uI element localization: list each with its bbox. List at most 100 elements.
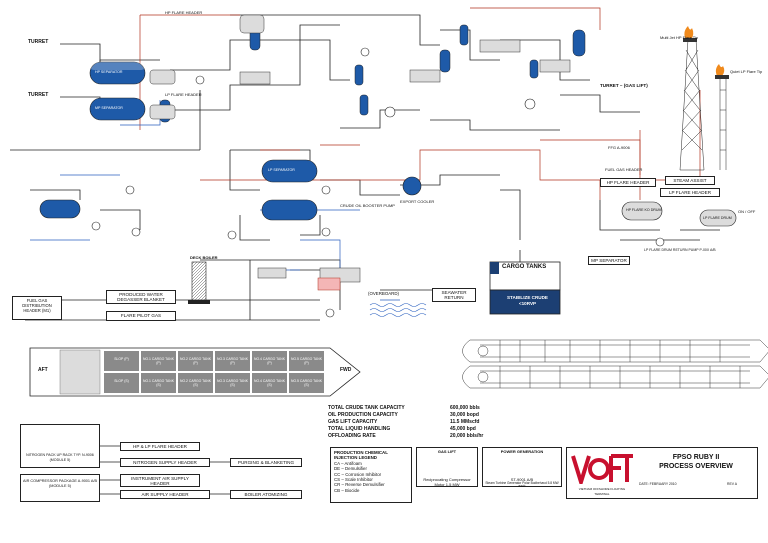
test-separator <box>261 199 318 221</box>
capacity-value: 20,000 bbls/hr <box>450 433 484 439</box>
title-line2: PROCESS OVERVIEW <box>659 463 733 470</box>
aft-label: AFT <box>38 367 48 373</box>
tank-cell: NO.2 CARGO TANK (P) <box>178 351 213 371</box>
stabilize-crude-label: STABILIZE CRUDE <10RVP <box>506 295 548 306</box>
hp-flare-header-top: HP FLARE HEADER <box>165 10 203 15</box>
power-generation-desc: Steam Turbine Generator Polar Bodbehavd … <box>485 481 559 489</box>
fuel-gas-distribution-box: FUEL GAS DISTRIBUTION HEADER (M1) <box>12 296 62 320</box>
lp-flare-drum-return-label: LP FLARE DRUM RETURN PUMP P-00X A/B <box>644 248 716 252</box>
tank-cell: NO.3 CARGO TANK (P) <box>215 351 250 371</box>
tank-cell: NO.3 CARGO TANK (S) <box>215 373 250 393</box>
hp-flare-tip-label: Multi Jet HP Flare Tip <box>660 35 699 40</box>
scrubbers <box>159 24 586 123</box>
tank-row-port: SLOP (P) NO.1 CARGO TANK (P) NO.2 CARGO … <box>104 351 324 371</box>
deck-boiler-label: DECK BOILER <box>190 255 218 260</box>
utility-lines <box>100 445 230 495</box>
chemical-legend-item: DE – Demulsifier <box>334 466 367 472</box>
hp-lp-flare-header-box: HP & LP FLARE HEADER <box>120 442 200 451</box>
fwd-label: FWD <box>340 367 352 373</box>
hp-flare-tower <box>679 39 705 171</box>
tank-row-starboard: SLOP (S) NO.1 CARGO TANK (S) NO.2 CARGO … <box>104 373 324 393</box>
lp-flare-flame <box>715 64 729 79</box>
capacity-value: 45,000 bpd <box>450 426 476 432</box>
ffg-label: FFG A-9006 <box>608 145 630 150</box>
nitrogen-pack-label: NITROGEN PACK UP RACK TYP. N-9006 (MODUL… <box>26 453 94 462</box>
tank-cell: SLOP (S) <box>104 373 139 393</box>
mp-separator-left-label: MP SEPARATOR <box>95 106 123 110</box>
capacity-label: TOTAL LIQUID HANDLING <box>328 426 391 432</box>
power-generation-unit: ST-9001 A/B <box>510 477 534 482</box>
title-block: VIETNAM OFFSHORE FLOATING TERMINAL FPSO … <box>566 447 758 499</box>
lp-flare-tip-label: Quiet LP Flare Tip <box>730 69 763 74</box>
chemical-legend-item: CC – Corrosion Inhibitor <box>334 471 382 477</box>
overboard-label: (OVERBOARD) <box>368 291 399 296</box>
tank-cell: NO.5 CARGO TANK (P) <box>289 351 324 371</box>
power-generation-box: POWER GENERATION ST-9001 A/B Steam Turbi… <box>482 447 562 489</box>
air-compressor-label: AIR COMPRESSOR PACKAGE A-9001 A/B (MODUL… <box>23 479 97 488</box>
chemical-legend-item: CB – Biocide <box>334 487 360 493</box>
tank-cell: NO.5 CARGO TANK (S) <box>289 373 324 393</box>
capacity-label: GAS LIFT CAPACITY <box>328 419 378 425</box>
tank-cell: NO.1 CARGO TANK (S) <box>141 373 176 393</box>
chemical-legend-item: CS – Scale Inhibitor <box>334 477 373 483</box>
export-cooler-label: EXPORT COOLER <box>400 199 435 204</box>
fuel-gas-header-label: FUEL GAS HEADER <box>605 167 643 172</box>
capacity-value: 600,000 bbls <box>450 405 480 411</box>
nitrogen-supply-header-box: NITROGEN SUPPLY HEADER <box>120 458 210 467</box>
gas-lift-box: GAS LIFT Reciprocating Compressor Motor … <box>416 447 478 487</box>
tank-cell: SLOP (P) <box>104 351 139 371</box>
voft-logo <box>571 454 633 484</box>
title-line1: FPSO RUBY II <box>672 454 720 461</box>
on-off-label: ON / OFF <box>738 209 756 214</box>
lp-separator-label: LP SEPARATOR <box>268 168 295 172</box>
grey-equipment <box>149 14 571 283</box>
lp-flare-header-mid: LP FLARE HEADER <box>165 92 202 97</box>
crude-oil-booster-label: CRUDE OIL BOOSTER PUMP <box>340 203 395 208</box>
degasser-vessel <box>39 199 81 219</box>
flare-ko-drums <box>621 201 737 227</box>
hp-separator-left <box>89 61 146 85</box>
gas-lift-motor-label: Motor 1.5 MW <box>434 482 460 487</box>
turret-label-top: TURRET <box>28 39 49 45</box>
capacity-value: 30,000 bopd <box>450 412 479 418</box>
pumps <box>91 47 665 318</box>
turret-label-mid: TURRET <box>28 92 49 98</box>
turret-gas-lift-label: TURRET – (GAS LIFT) <box>600 83 648 88</box>
seawater-return-box: SEAWATER RETURN <box>432 288 476 302</box>
chemical-legend-item: CA – Antifoam <box>334 460 362 466</box>
lp-separator-mid <box>261 159 318 183</box>
title-rev: REV A <box>727 482 737 486</box>
tank-cell: NO.4 CARGO TANK (P) <box>252 351 287 371</box>
produced-water-degasser-box: PRODUCED WATER DEGASSER BLANKET <box>106 290 176 304</box>
tank-cell: NO.1 CARGO TANK (P) <box>141 351 176 371</box>
lp-flare-tower <box>719 76 727 170</box>
export-cooler-shape <box>402 176 422 196</box>
gas-lift-title: GAS LIFT <box>437 449 457 454</box>
title-date: DATE: FEBRUARY 2010 <box>639 482 677 486</box>
air-supply-header-box: AIR SUPPLY HEADER <box>120 490 210 499</box>
tank-cell: NO.2 CARGO TANK (S) <box>178 373 213 393</box>
mp-separator-left <box>89 97 146 121</box>
hp-separator-label: HP SEPARATOR <box>95 70 123 74</box>
heater-box <box>317 277 341 291</box>
capacity-label: TOTAL CRUDE TANK CAPACITY <box>328 405 405 411</box>
tank-cell: NO.4 CARGO TANK (S) <box>252 373 287 393</box>
cargo-tanks-label: CARGO TANKS <box>502 264 547 270</box>
deck-boiler-shape <box>188 261 210 304</box>
steam-assist-box: STEAM ASSIST <box>665 176 715 185</box>
hp-flare-header-box: HP FLARE HEADER <box>600 178 656 187</box>
mp-separator-box: MP SEPARATOR <box>588 256 630 265</box>
capacity-label: OIL PRODUCTION CAPACITY <box>328 412 398 418</box>
capacity-label: OFFLOADING RATE <box>328 433 376 439</box>
flare-pilot-gas-box: FLARE PILOT GAS <box>106 311 176 321</box>
purging-blanketing-box: PURGING & BLANKETING <box>230 458 302 467</box>
hp-flare-flame <box>683 26 697 42</box>
overboard-waves <box>369 303 427 317</box>
instrument-air-box: INSTRUMENT AIR SUPPLY HEADER <box>120 474 200 487</box>
boiler-atomizing-box: BOILER ATOMIZING <box>230 490 302 499</box>
capacity-value: 11.5 MMscfd <box>450 419 480 425</box>
chemical-legend-title: PRODUCTION CHEMICAL INJECTION LEGEND <box>334 450 388 461</box>
power-generation-title: POWER GENERATION <box>500 449 544 454</box>
voft-subtitle: VIETNAM OFFSHORE FLOATING TERMINAL <box>578 487 626 496</box>
cargo-tanks-shape <box>489 261 561 315</box>
